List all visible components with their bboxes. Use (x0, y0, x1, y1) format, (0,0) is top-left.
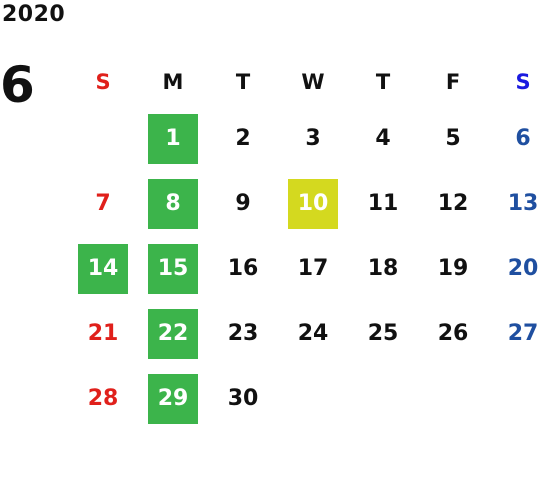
weekday-wednesday: W (301, 70, 325, 94)
day-cell[interactable]: 4 (375, 126, 391, 151)
day-cell-empty (488, 366, 548, 431)
day-cell[interactable]: 10 (278, 171, 348, 236)
week-row: 7 8 9 10 11 12 13 (68, 171, 548, 236)
highlighted-day: 15 (148, 243, 198, 294)
day-cell-empty (68, 106, 138, 171)
weekday-monday: M (162, 70, 184, 94)
day-cell-empty (348, 366, 418, 431)
day-cell-saturday[interactable]: 6 (515, 126, 531, 151)
week-row: 14 15 16 17 18 19 20 (68, 236, 548, 301)
weekday-thursday: T (375, 70, 391, 94)
today-day: 10 (288, 178, 338, 229)
day-cell[interactable]: 23 (227, 321, 259, 346)
weekday-header: S M T W T F S (68, 58, 548, 106)
highlighted-day: 14 (78, 243, 128, 294)
day-cell-saturday[interactable]: 27 (507, 321, 539, 346)
day-cell[interactable]: 29 (138, 366, 208, 431)
highlighted-day: 22 (148, 308, 198, 359)
day-cell[interactable]: 2 (235, 126, 251, 151)
weekday-friday: F (445, 70, 461, 94)
day-cell[interactable]: 22 (138, 301, 208, 366)
month-label: 6 (0, 56, 35, 114)
day-cell[interactable]: 30 (227, 386, 259, 411)
day-cell[interactable]: 25 (367, 321, 399, 346)
day-cell[interactable]: 15 (138, 236, 208, 301)
highlighted-day: 29 (148, 373, 198, 424)
day-cell-sunday[interactable]: 14 (68, 236, 138, 301)
day-cell-saturday[interactable]: 20 (507, 256, 539, 281)
calendar-grid: S M T W T F S 1 2 3 4 5 6 7 8 9 10 11 12… (68, 58, 548, 431)
day-cell[interactable]: 11 (367, 191, 399, 216)
day-cell[interactable]: 8 (138, 171, 208, 236)
day-cell[interactable]: 5 (445, 126, 461, 151)
day-cell[interactable]: 9 (235, 191, 251, 216)
highlighted-day: 1 (148, 113, 198, 164)
day-cell-empty (278, 366, 348, 431)
day-cell[interactable]: 1 (138, 106, 208, 171)
day-cell[interactable]: 19 (437, 256, 469, 281)
day-cell-sunday[interactable]: 7 (95, 191, 111, 216)
day-cell[interactable]: 24 (297, 321, 329, 346)
highlighted-day: 8 (148, 178, 198, 229)
year-label: 2020 (2, 2, 66, 27)
week-row: 21 22 23 24 25 26 27 (68, 301, 548, 366)
day-cell[interactable]: 17 (297, 256, 329, 281)
day-cell-saturday[interactable]: 13 (507, 191, 539, 216)
week-row: 1 2 3 4 5 6 (68, 106, 548, 171)
weekday-saturday: S (515, 70, 531, 94)
day-cell[interactable]: 12 (437, 191, 469, 216)
day-cell[interactable]: 3 (305, 126, 321, 151)
day-cell[interactable]: 26 (437, 321, 469, 346)
week-row: 28 29 30 (68, 366, 548, 431)
weekday-sunday: S (95, 70, 111, 94)
day-cell-empty (418, 366, 488, 431)
day-cell[interactable]: 16 (227, 256, 259, 281)
day-cell-sunday[interactable]: 21 (87, 321, 119, 346)
day-cell-sunday[interactable]: 28 (87, 386, 119, 411)
weekday-tuesday: T (235, 70, 251, 94)
day-cell[interactable]: 18 (367, 256, 399, 281)
